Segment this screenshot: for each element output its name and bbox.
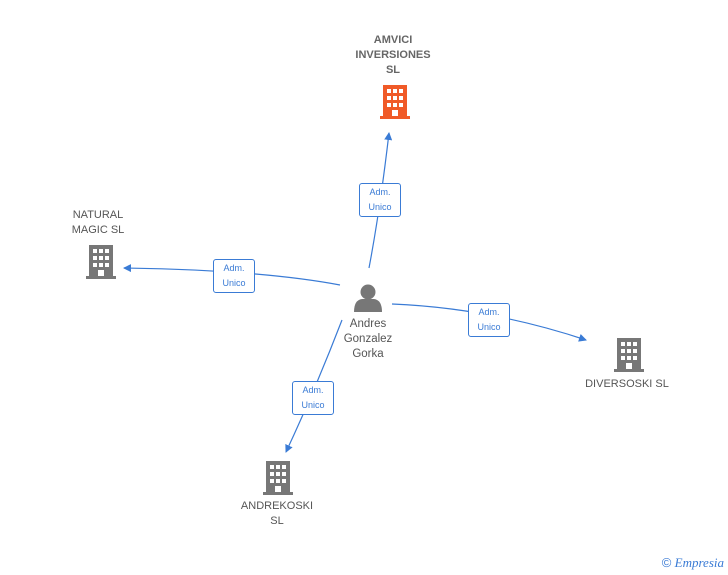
person-icon <box>354 284 382 312</box>
company-label-amvici[interactable]: AMVICI INVERSIONES SL <box>355 34 431 76</box>
footer-brand[interactable]: © Empresia <box>662 555 724 571</box>
person-label[interactable]: Andres Gonzalez Gorka <box>343 318 393 360</box>
brand-name: Empresia <box>674 555 724 570</box>
company-label-diversoski[interactable]: DIVERSOSKI SL <box>585 378 669 390</box>
building-icon <box>86 245 116 279</box>
relation-label-natural-magic: Adm. Unico <box>213 259 255 293</box>
building-icon <box>614 338 644 372</box>
building-icon <box>380 85 410 119</box>
company-label-natural-magic[interactable]: NATURAL MAGIC SL <box>71 209 125 236</box>
copyright-icon: © <box>661 555 672 570</box>
company-label-andrekoski[interactable]: ANDREKOSKI SL <box>240 500 314 527</box>
relation-label-amvici: Adm. Unico <box>359 183 401 217</box>
relation-label-andrekoski: Adm. Unico <box>292 381 334 415</box>
building-icon <box>263 461 293 495</box>
relation-label-diversoski: Adm. Unico <box>468 303 510 337</box>
